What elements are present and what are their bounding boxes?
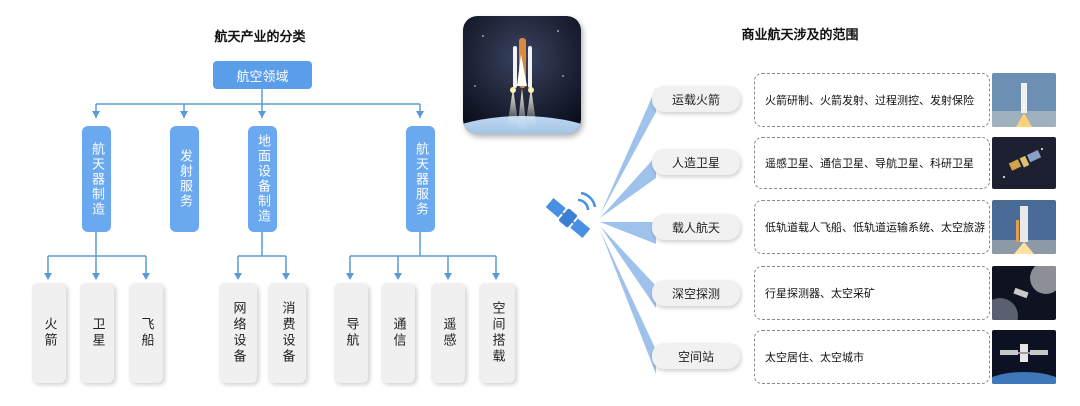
leaf-network-equipment: 网络设备 [219,283,257,383]
node-launch-service: 发射服务 [170,126,199,232]
right-title: 商业航天涉及的范围 [741,28,859,43]
tree-connectors [44,89,500,280]
scope-space-station: 空间站 [652,343,740,369]
scope-launch-vehicle: 运载火箭 [652,86,740,112]
scope-launch-vehicle-desc: 火箭研制、火箭发射、过程测控、发射保险 [754,73,990,127]
leaf-space-payload: 空间搭载 [479,283,515,383]
scope-crewed-spaceflight-desc: 低轨道载人飞船、低轨道运输系统、太空旅游 [754,200,990,254]
root-node: 航空领域 [213,61,312,89]
space-station-thumbnail [992,330,1056,384]
scope-deep-space-exploration-desc: 行星探测器、太空采矿 [754,266,990,320]
scope-satellite-desc: 遥感卫星、通信卫星、导航卫星、科研卫星 [754,137,990,189]
scope-space-station-desc: 太空居住、太空城市 [754,330,990,384]
leaf-communication: 通信 [381,283,415,383]
satellite-thumbnail [992,137,1056,189]
leaf-spaceship: 飞船 [129,283,163,383]
leaf-navigation: 导航 [334,283,368,383]
node-spacecraft-manufacturing: 航天器制造 [82,126,111,232]
scope-deep-space-exploration: 深空探测 [652,280,740,306]
space-shuttle-launch-image [463,16,581,134]
scope-satellite: 人造卫星 [652,149,740,175]
deep-space-thumbnail [992,266,1056,320]
leaf-consumer-equipment: 消费设备 [268,283,306,383]
leaf-satellite: 卫星 [80,283,114,383]
satellite-icon [545,191,597,239]
crewed-launch-thumbnail [992,200,1056,254]
scope-crewed-spaceflight: 载人航天 [652,214,740,240]
rocket-launch-thumbnail [992,73,1056,127]
node-ground-equipment: 地面设备制造 [248,126,277,232]
node-spacecraft-service: 航天器服务 [406,126,435,232]
left-title: 航天产业的分类 [214,30,306,45]
leaf-rocket: 火箭 [32,283,66,383]
fan-connector [600,88,656,374]
leaf-remote-sensing: 遥感 [431,283,465,383]
